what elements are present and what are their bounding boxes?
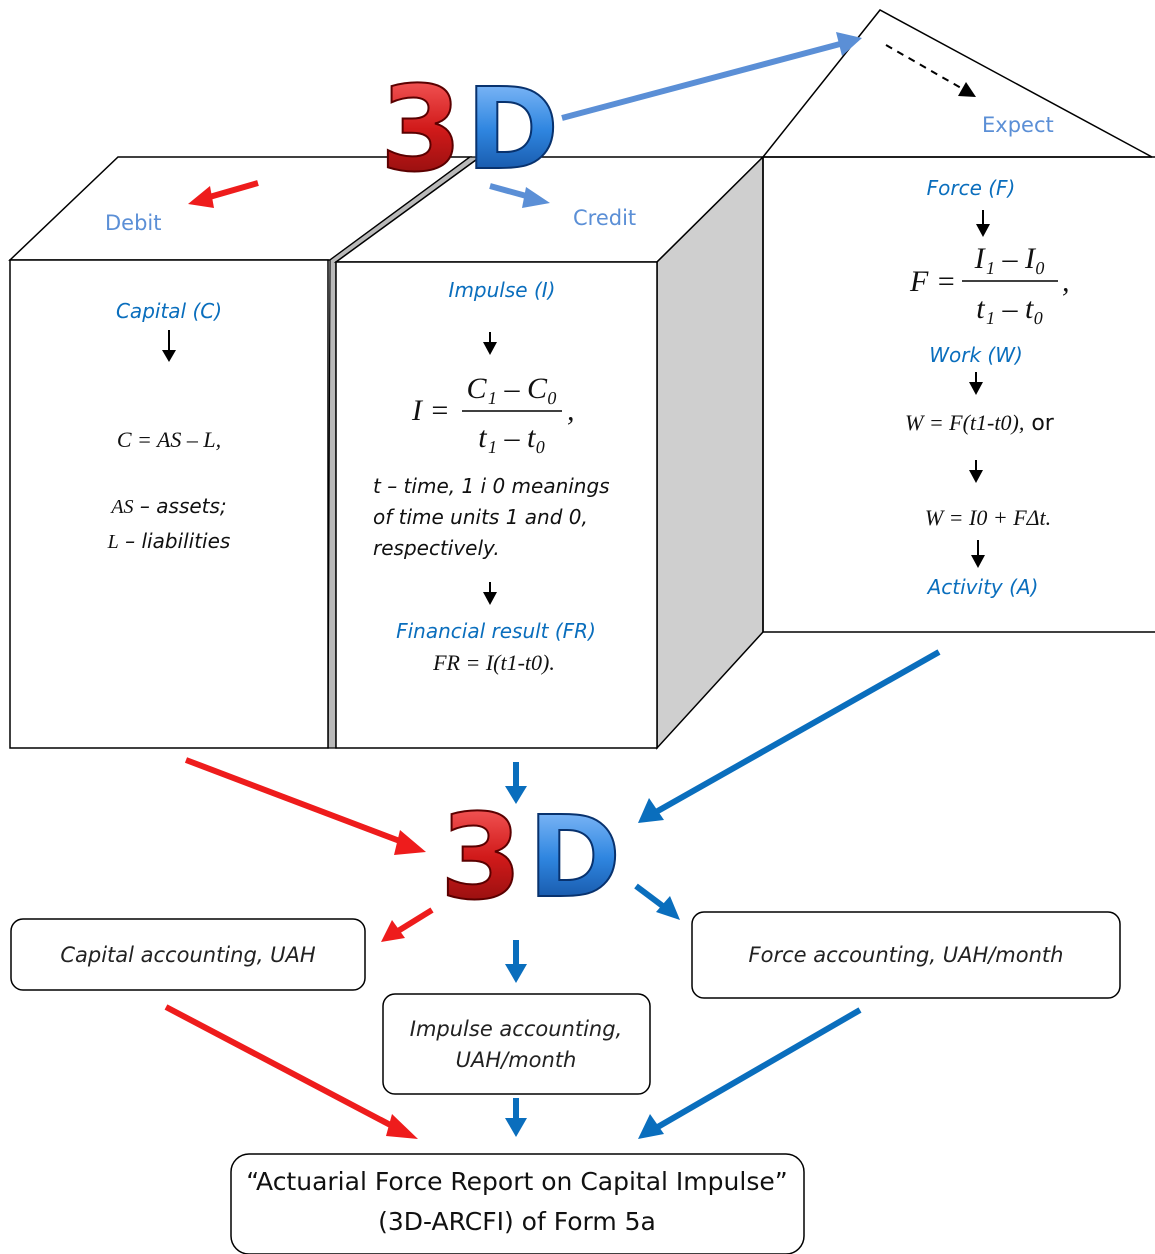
force-header: Force (F) — [927, 176, 1016, 200]
expect-dashed-arrow-head — [958, 82, 976, 97]
fr-header: Financial result (FR) — [396, 619, 596, 643]
work2-down-arrow-head — [969, 470, 983, 483]
capital-accounting-label: Capital accounting, UAH — [60, 943, 316, 967]
force-down-arrow-head — [976, 224, 990, 237]
impulse-header: Impulse (I) — [449, 278, 556, 302]
impulse-panel — [335, 261, 658, 749]
capital-assets-line: AS – assets; — [109, 494, 226, 518]
impulse-numerator: C₁ – C₀ — [467, 372, 558, 405]
impulse-note-line3: respectively. — [373, 536, 500, 560]
credit-arrow-line — [489, 183, 531, 200]
capital-accounting-box — [10, 918, 366, 991]
capital-header: Capital (C) — [116, 299, 222, 323]
force-formula-lhs: F = — [909, 265, 956, 298]
work-formula1-line: W = F(t1-t0), or — [905, 410, 1055, 436]
logo-to-force-box-arrow-line — [634, 883, 666, 910]
liabilities-desc: – liabilities — [119, 529, 231, 553]
capital-to-logo-arrow-line — [184, 757, 407, 846]
logo-to-impulse-box-arrow-head — [505, 964, 527, 983]
capital-box-to-report-arrow-head — [386, 1114, 418, 1139]
debit-arrow-head — [188, 186, 214, 208]
logo-middle-d: D — [528, 793, 621, 923]
right-prism — [761, 9, 1155, 633]
impulse-formula-lhs: I = — [411, 394, 450, 427]
credit-label: Credit — [573, 206, 636, 230]
force-box-to-report-arrow-line — [654, 1007, 862, 1131]
capital-to-logo-arrow-head — [394, 830, 426, 855]
final-report-line2: (3D-ARCFI) of Form 5a — [378, 1207, 656, 1236]
capital-down-arrow-head — [162, 350, 176, 362]
impulse-note-line2: of time units 1 and 0, — [373, 505, 588, 529]
expect-dashed-arrow-line — [885, 44, 969, 93]
force-denominator: t₁ – t₀ — [976, 292, 1044, 325]
right-prism-roof — [761, 9, 1153, 158]
debit-arrow-line — [205, 180, 259, 201]
force-accounting-label: Force accounting, UAH/month — [749, 943, 1064, 967]
debit-label: Debit — [105, 211, 162, 235]
final-report-box — [230, 1153, 805, 1254]
work-formula2: W = I0 + FΔt. — [925, 505, 1051, 530]
logo-top: 3 D — [379, 59, 560, 199]
expect-arrow-head — [836, 32, 862, 56]
logo-to-capital-box-arrow-head — [381, 920, 405, 942]
final-report-line1: “Actuarial Force Report on Capital Impul… — [246, 1167, 787, 1196]
middle-prism-side-face — [656, 155, 764, 750]
assets-desc: – assets; — [134, 494, 227, 518]
force-accounting-box — [691, 911, 1121, 999]
force-box-to-report-arrow-head — [638, 1114, 664, 1139]
impulse-note-line1: t – time, 1 i 0 meanings — [373, 474, 610, 498]
force-to-logo-arrow-head — [638, 798, 664, 823]
impulse-accounting-label-line2: UAH/month — [456, 1048, 577, 1072]
capital-formula: C = AS – L, — [117, 427, 221, 452]
work-down-arrow-head — [969, 382, 983, 395]
impulse-accounting-label-line1: Impulse accounting, — [410, 1017, 622, 1041]
work-header: Work (W) — [929, 343, 1023, 367]
impulse-to-logo-arrow-head — [505, 786, 527, 804]
logo-to-force-box-arrow-head — [656, 896, 680, 920]
capital-liabilities-line: L – liabilities — [107, 529, 231, 553]
work-or: or — [1024, 411, 1054, 436]
capital-box-to-report-arrow-line — [164, 1004, 400, 1132]
force-numerator: I₁ – I₀ — [974, 242, 1046, 275]
impulse-denominator: t₁ – t₀ — [478, 421, 546, 454]
logo-top-three: 3 — [380, 60, 462, 198]
impulse-comma: , — [567, 394, 575, 427]
force-comma: , — [1062, 265, 1070, 298]
impulse-down-arrow-head — [483, 342, 497, 355]
left-prism — [8, 156, 482, 749]
liabilities-symbol: L — [107, 531, 119, 553]
impulse-box-to-report-arrow-head — [505, 1118, 527, 1137]
logo-middle-three: 3 — [440, 788, 522, 926]
expect-arrow-line — [561, 41, 841, 121]
fr-down-arrow-head — [483, 592, 497, 605]
fr-formula: FR = I(t1-t0). — [432, 650, 555, 675]
logo-middle: 3 D — [439, 787, 622, 927]
force-to-logo-arrow-line — [654, 649, 941, 815]
force-panel — [762, 157, 1155, 633]
logo-top-d: D — [466, 65, 559, 195]
impulse-accounting-box — [382, 993, 651, 1095]
activity-header: Activity (A) — [926, 575, 1039, 599]
assets-symbol: AS — [109, 496, 133, 518]
expect-label: Expect — [982, 113, 1054, 137]
credit-arrow-head — [522, 187, 550, 208]
work-formula1: W = F(t1-t0), — [905, 410, 1024, 435]
logo-to-capital-box-arrow-line — [396, 907, 434, 934]
activity-down-arrow-head — [971, 555, 985, 568]
